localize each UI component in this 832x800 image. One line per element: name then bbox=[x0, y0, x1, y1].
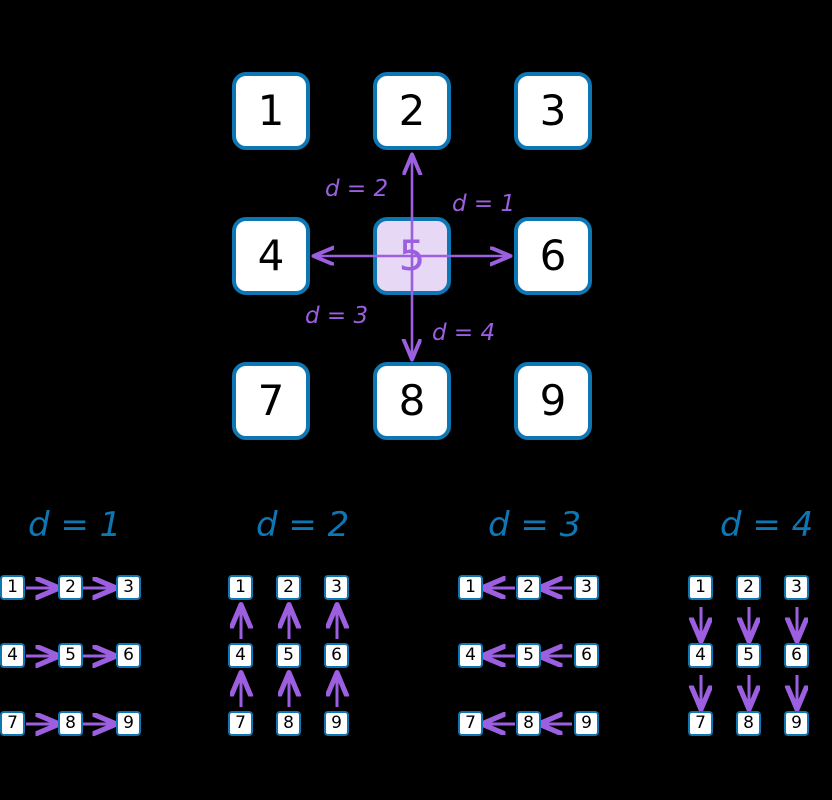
main-grid: 1 2 3 4 5 6 7 8 9 bbox=[232, 72, 592, 440]
grid-cell-2[interactable]: 2 bbox=[373, 72, 451, 150]
panel-d1-title: d = 1 bbox=[28, 505, 122, 545]
panel-d4-grid: 1 2 3 4 5 6 7 8 9 bbox=[688, 575, 832, 740]
mini-cell[interactable]: 8 bbox=[736, 711, 761, 736]
mini-cell[interactable]: 7 bbox=[688, 711, 713, 736]
mini-cell[interactable]: 7 bbox=[458, 711, 483, 736]
mini-cell[interactable]: 2 bbox=[276, 575, 301, 600]
mini-cell[interactable]: 5 bbox=[516, 643, 541, 668]
grid-cell-3[interactable]: 3 bbox=[514, 72, 592, 150]
mini-cell[interactable]: 8 bbox=[276, 711, 301, 736]
grid-cell-1[interactable]: 1 bbox=[232, 72, 310, 150]
mini-cell[interactable]: 6 bbox=[324, 643, 349, 668]
grid-cell-6[interactable]: 6 bbox=[514, 217, 592, 295]
mini-cell[interactable]: 2 bbox=[736, 575, 761, 600]
mini-cell[interactable]: 8 bbox=[58, 711, 83, 736]
mini-cell[interactable]: 7 bbox=[228, 711, 253, 736]
panel-d1: d = 1 1 2 3 4 5 6 7 8 9 bbox=[0, 505, 210, 745]
panel-d3: d = 3 1 2 3 4 5 6 7 8 9 bbox=[458, 505, 668, 745]
mini-cell[interactable]: 2 bbox=[516, 575, 541, 600]
panel-d1-grid: 1 2 3 4 5 6 7 8 9 bbox=[0, 575, 210, 740]
mini-cell[interactable]: 1 bbox=[688, 575, 713, 600]
grid-cell-4[interactable]: 4 bbox=[232, 217, 310, 295]
mini-cell[interactable]: 4 bbox=[458, 643, 483, 668]
mini-cell[interactable]: 4 bbox=[0, 643, 25, 668]
main-arrow-label-down: d = 4 bbox=[432, 320, 496, 346]
grid-cell-7[interactable]: 7 bbox=[232, 362, 310, 440]
mini-cell[interactable]: 7 bbox=[0, 711, 25, 736]
mini-cell[interactable]: 6 bbox=[116, 643, 141, 668]
mini-cell[interactable]: 3 bbox=[574, 575, 599, 600]
panel-d3-title: d = 3 bbox=[488, 505, 582, 545]
mini-cell[interactable]: 3 bbox=[784, 575, 809, 600]
mini-cell[interactable]: 6 bbox=[574, 643, 599, 668]
main-arrow-label-up: d = 2 bbox=[325, 176, 389, 202]
mini-cell[interactable]: 4 bbox=[228, 643, 253, 668]
panel-d3-arrows bbox=[458, 575, 572, 740]
mini-cell[interactable]: 5 bbox=[736, 643, 761, 668]
mini-cell[interactable]: 5 bbox=[58, 643, 83, 668]
mini-cell[interactable]: 9 bbox=[324, 711, 349, 736]
mini-cell[interactable]: 3 bbox=[324, 575, 349, 600]
panel-d4-title: d = 4 bbox=[720, 505, 814, 545]
panel-d2-title: d = 2 bbox=[256, 505, 350, 545]
main-arrow-label-left: d = 3 bbox=[305, 303, 369, 329]
panel-d2: d = 2 1 2 3 4 5 6 7 8 9 bbox=[228, 505, 438, 745]
grid-cell-9[interactable]: 9 bbox=[514, 362, 592, 440]
mini-cell[interactable]: 4 bbox=[688, 643, 713, 668]
mini-cell[interactable]: 2 bbox=[58, 575, 83, 600]
mini-cell[interactable]: 6 bbox=[784, 643, 809, 668]
mini-cell[interactable]: 8 bbox=[516, 711, 541, 736]
panel-d2-grid: 1 2 3 4 5 6 7 8 9 bbox=[228, 575, 438, 740]
mini-cell[interactable]: 1 bbox=[0, 575, 25, 600]
panel-d4: d = 4 1 2 3 4 5 6 7 8 9 bbox=[688, 505, 832, 745]
grid-cell-8[interactable]: 8 bbox=[373, 362, 451, 440]
main-arrow-label-right: d = 1 bbox=[452, 191, 516, 217]
mini-cell[interactable]: 9 bbox=[116, 711, 141, 736]
mini-cell[interactable]: 1 bbox=[458, 575, 483, 600]
mini-cell[interactable]: 5 bbox=[276, 643, 301, 668]
mini-cell[interactable]: 9 bbox=[784, 711, 809, 736]
mini-cell[interactable]: 3 bbox=[116, 575, 141, 600]
mini-cell[interactable]: 9 bbox=[574, 711, 599, 736]
grid-cell-5-center[interactable]: 5 bbox=[373, 217, 451, 295]
panel-d1-arrows bbox=[26, 575, 210, 740]
mini-cell[interactable]: 1 bbox=[228, 575, 253, 600]
panel-d3-grid: 1 2 3 4 5 6 7 8 9 bbox=[458, 575, 668, 740]
